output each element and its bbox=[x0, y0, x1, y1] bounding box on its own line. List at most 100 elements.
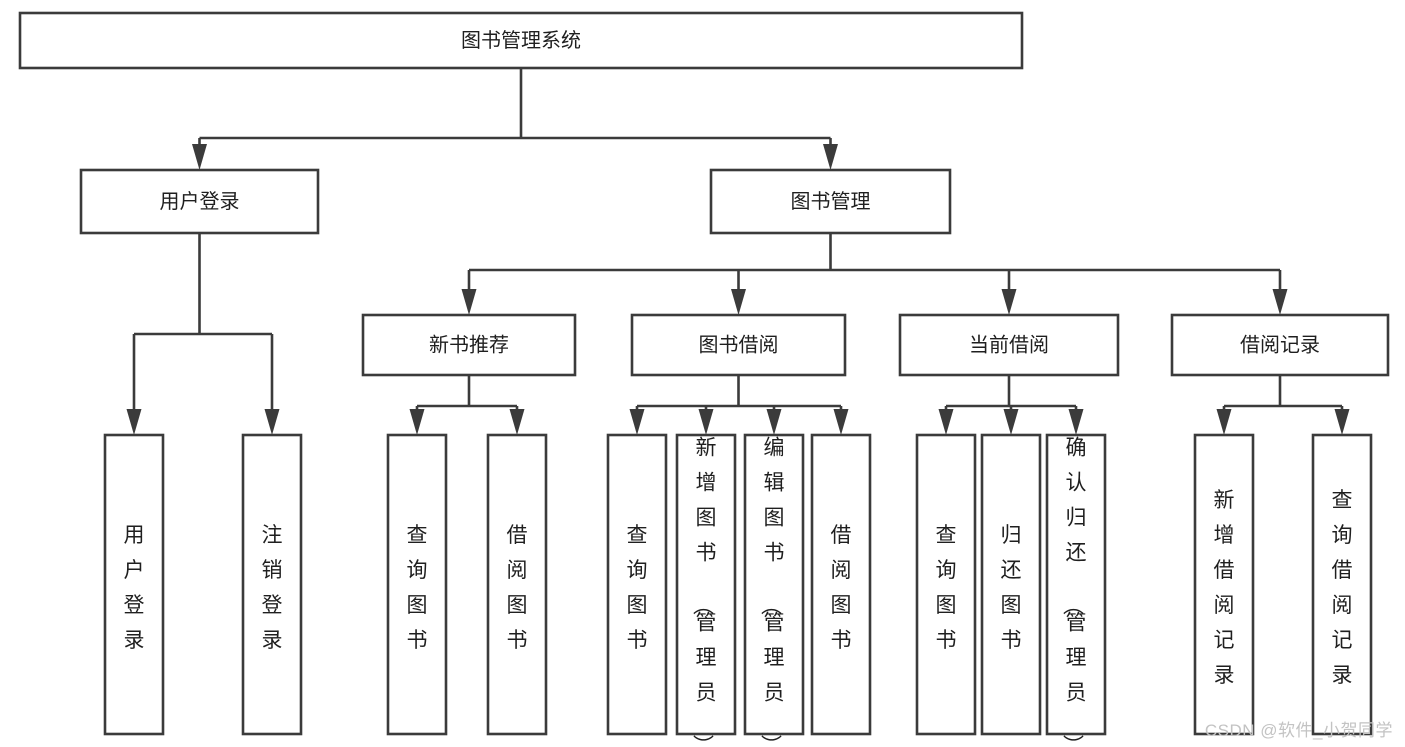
node-label: 借阅图书 bbox=[507, 524, 528, 652]
node-current-borrow[interactable]: 当前借阅 bbox=[898, 313, 1120, 377]
node-box[interactable] bbox=[709, 168, 952, 235]
node-leaf-nbr-query[interactable]: 查询图书 bbox=[386, 433, 448, 736]
node-box[interactable] bbox=[1311, 433, 1373, 736]
node-leaf-bb-borrow[interactable]: 借阅图书 bbox=[810, 433, 872, 736]
node-label-char: 还 bbox=[1066, 541, 1087, 564]
node-label: 用户登录 bbox=[124, 524, 145, 652]
node-leaf-cb-query[interactable]: 查询图书 bbox=[915, 433, 977, 736]
node-label-char: 借 bbox=[1214, 559, 1235, 582]
node-label-char: 书 bbox=[407, 629, 428, 652]
node-label-char: （ bbox=[1061, 594, 1084, 615]
node-leaf-user-login[interactable]: 用户登录 bbox=[103, 433, 165, 736]
node-label-char: ） bbox=[1061, 734, 1084, 747]
node-label: 查询图书 bbox=[407, 524, 428, 652]
node-root[interactable]: 图书管理系统 bbox=[18, 11, 1024, 70]
node-label-char: 认 bbox=[1066, 471, 1087, 494]
node-box[interactable] bbox=[1193, 433, 1255, 736]
node-label: 用户登录 bbox=[160, 190, 240, 213]
node-label-char: （ bbox=[759, 594, 782, 615]
node-label-char: 户 bbox=[124, 559, 145, 582]
watermark-label: CSDN @软件_小贺同学 bbox=[1204, 721, 1393, 740]
node-box[interactable] bbox=[386, 433, 448, 736]
node-box[interactable] bbox=[980, 433, 1042, 736]
node-label-char: 询 bbox=[407, 559, 428, 582]
node-label-char: 查 bbox=[627, 524, 648, 547]
node-label-char: 归 bbox=[1066, 506, 1087, 529]
node-leaf-user-logout[interactable]: 注销登录 bbox=[241, 433, 303, 736]
node-label: 查询图书 bbox=[627, 524, 648, 652]
node-leaf-br-add[interactable]: 新增借阅记录 bbox=[1193, 433, 1255, 736]
node-box[interactable] bbox=[1045, 433, 1107, 736]
node-label-char: 录 bbox=[1332, 664, 1353, 687]
node-label-char: 增 bbox=[1214, 524, 1235, 547]
node-label-char: 归 bbox=[1001, 524, 1022, 547]
arrow-head-icon bbox=[509, 409, 525, 435]
node-box[interactable] bbox=[630, 313, 847, 377]
node-book-manage[interactable]: 图书管理 bbox=[709, 168, 952, 235]
node-box[interactable] bbox=[103, 433, 165, 736]
node-box[interactable] bbox=[915, 433, 977, 736]
node-label-char: 阅 bbox=[1332, 594, 1353, 617]
node-box[interactable] bbox=[18, 11, 1024, 70]
node-box[interactable] bbox=[898, 313, 1120, 377]
node-box[interactable] bbox=[675, 433, 737, 736]
node-leaf-cb-return[interactable]: 归还图书 bbox=[980, 433, 1042, 736]
node-box[interactable] bbox=[486, 433, 548, 736]
node-layer: 图书管理系统用户登录图书管理新书推荐图书借阅当前借阅借阅记录用户登录注销登录查询… bbox=[18, 11, 1390, 747]
node-label: 图书管理 bbox=[791, 190, 871, 213]
node-label-char: （ bbox=[691, 594, 714, 615]
node-label-char: ） bbox=[759, 734, 782, 747]
arrow-head-icon bbox=[461, 289, 477, 315]
node-box[interactable] bbox=[241, 433, 303, 736]
node-leaf-bb-add[interactable]: 新增图书（管理员） bbox=[675, 433, 737, 747]
node-borrow-record[interactable]: 借阅记录 bbox=[1170, 313, 1390, 377]
node-leaf-br-query[interactable]: 查询借阅记录 bbox=[1311, 433, 1373, 736]
node-label-char: 借 bbox=[507, 524, 528, 547]
arrow-head-icon bbox=[833, 409, 849, 435]
node-leaf-bb-edit[interactable]: 编辑图书（管理员） bbox=[743, 433, 805, 747]
node-label-char: 理 bbox=[1066, 646, 1087, 669]
node-leaf-bb-query[interactable]: 查询图书 bbox=[606, 433, 668, 736]
node-label-char: 录 bbox=[124, 629, 145, 652]
node-label-char: 理 bbox=[764, 646, 785, 669]
node-label-char: 员 bbox=[696, 681, 717, 704]
node-label-char: 书 bbox=[627, 629, 648, 652]
node-label-char: 书 bbox=[936, 629, 957, 652]
connector-group-borrow-record bbox=[1216, 375, 1350, 435]
node-label-char: 图 bbox=[627, 594, 648, 617]
node-leaf-nbr-borrow[interactable]: 借阅图书 bbox=[486, 433, 548, 736]
node-label-char: 新 bbox=[696, 436, 717, 459]
arrow-head-icon bbox=[938, 409, 954, 435]
node-label: 编辑图书（管理员） bbox=[759, 436, 785, 747]
arrow-head-icon bbox=[409, 409, 425, 435]
node-label-char: 书 bbox=[764, 541, 785, 564]
node-box[interactable] bbox=[1170, 313, 1390, 377]
node-label-char: 登 bbox=[124, 594, 145, 617]
connector-group-book-borrow bbox=[629, 375, 849, 435]
node-label-char: 理 bbox=[696, 646, 717, 669]
node-box[interactable] bbox=[361, 313, 577, 377]
node-label-char: 管 bbox=[1066, 611, 1087, 634]
connector-group-current-borrow bbox=[938, 375, 1084, 435]
node-label-char: 录 bbox=[262, 629, 283, 652]
node-label-char: 图 bbox=[507, 594, 528, 617]
node-box[interactable] bbox=[810, 433, 872, 736]
node-box[interactable] bbox=[79, 168, 320, 235]
node-label-char: 阅 bbox=[507, 559, 528, 582]
node-user-login[interactable]: 用户登录 bbox=[79, 168, 320, 235]
node-box[interactable] bbox=[606, 433, 668, 736]
node-label-char: 阅 bbox=[1214, 594, 1235, 617]
node-leaf-cb-confirm[interactable]: 确认归还（管理员） bbox=[1045, 433, 1107, 747]
arrow-head-icon bbox=[1216, 409, 1232, 435]
node-label-char: 图 bbox=[831, 594, 852, 617]
arrow-head-icon bbox=[1001, 289, 1017, 315]
node-label-char: 新 bbox=[1214, 489, 1235, 512]
node-book-borrow[interactable]: 图书借阅 bbox=[630, 313, 847, 377]
node-label: 查询图书 bbox=[936, 524, 957, 652]
node-box[interactable] bbox=[743, 433, 805, 736]
node-label-char: 图 bbox=[936, 594, 957, 617]
node-new-book-rec[interactable]: 新书推荐 bbox=[361, 313, 577, 377]
arrow-head-icon bbox=[1334, 409, 1350, 435]
